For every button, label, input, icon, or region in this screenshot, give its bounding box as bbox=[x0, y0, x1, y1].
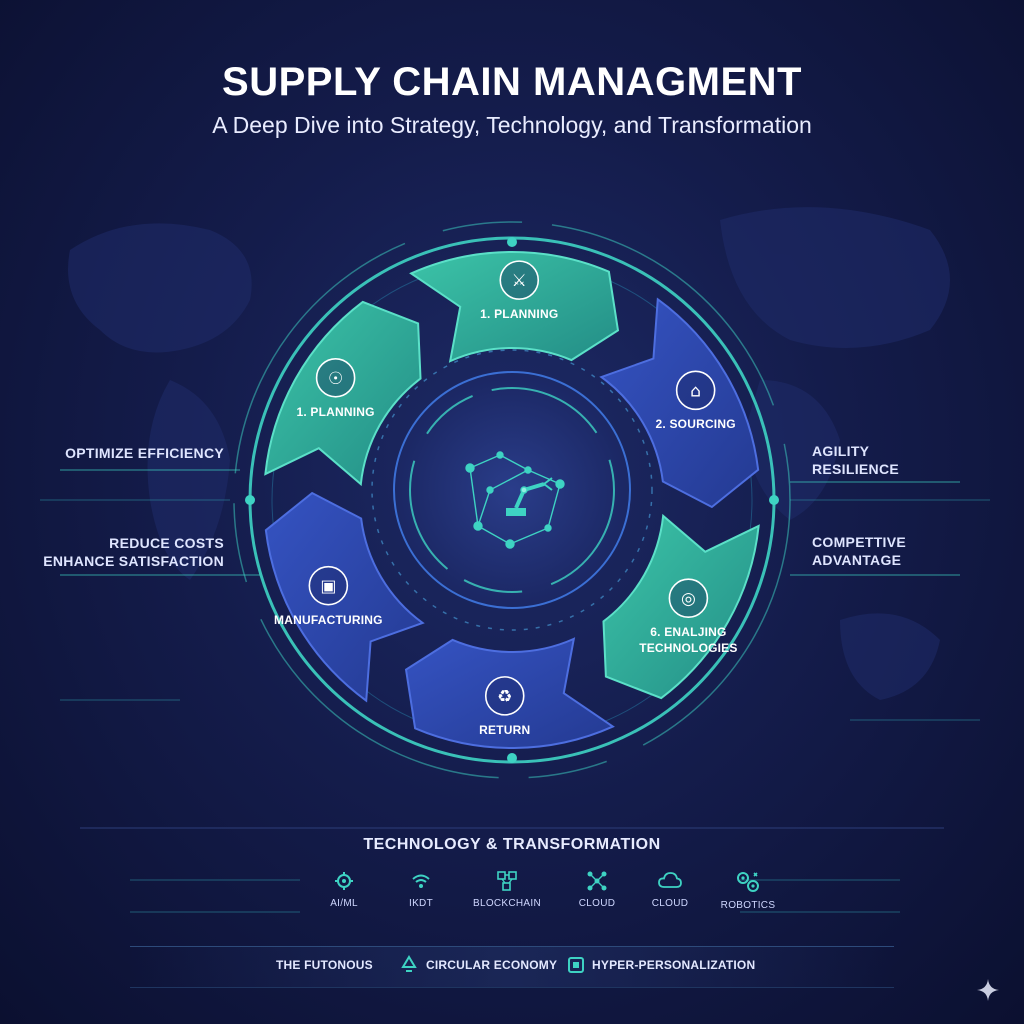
handshake-icon bbox=[499, 260, 540, 300]
handshake-icon-glyph: ⚔ bbox=[512, 271, 527, 291]
segment-label: 2. SOURCING bbox=[655, 417, 736, 432]
tech-label: CLOUD bbox=[578, 898, 616, 909]
recycle-icon-glyph: ♻ bbox=[497, 687, 512, 707]
segment-label: MANUFACTURING bbox=[274, 612, 383, 627]
tech-item-aiml: AI/ML bbox=[299, 870, 389, 909]
tech-label: BLOCKCHAIN bbox=[472, 898, 541, 909]
right-label-agility: AGILITY RESILIENCE bbox=[812, 443, 900, 477]
wifi-icon bbox=[412, 874, 430, 888]
world-map-background bbox=[68, 207, 950, 700]
left-label-costs: REDUCE COSTS ENHANCE SATISFACTION bbox=[43, 535, 224, 569]
segment-label: 1. PLANNING bbox=[480, 307, 559, 322]
segment-enabling-technologies bbox=[602, 513, 760, 700]
segment-planning-top bbox=[409, 251, 620, 363]
label-connectors bbox=[60, 469, 960, 576]
core-inner-ring bbox=[409, 387, 615, 593]
segment-label: 6. ENALJING TECHNOLOGIES bbox=[639, 625, 738, 656]
chip-icon bbox=[568, 957, 584, 973]
tech-label: ROBOTICS bbox=[720, 900, 776, 911]
factory-icon-glyph: ⌂ bbox=[690, 381, 701, 401]
segment-planning-left bbox=[264, 300, 422, 487]
robotics-gears-icon bbox=[737, 872, 759, 892]
outer-ring-thin bbox=[233, 221, 791, 779]
page-title: SUPPLY CHAIN MANAGMENT bbox=[222, 60, 802, 104]
tech-item-iot: IKDT bbox=[376, 870, 466, 909]
footer-item-circular: CIRCULAR ECONOMY bbox=[426, 958, 558, 972]
right-label-advantage: COMPETTIVE ADVANTAGE bbox=[812, 534, 907, 568]
tech-label: AI/ML bbox=[330, 898, 358, 909]
recycle-icon bbox=[484, 676, 525, 716]
tech-label: CLOUD bbox=[651, 898, 689, 909]
search-dollar-icon bbox=[315, 357, 356, 398]
segment-return bbox=[404, 637, 615, 749]
cloud-icon bbox=[658, 872, 682, 888]
segment-label: 1. PLANNING bbox=[296, 404, 375, 419]
network-nodes-icon bbox=[587, 871, 607, 891]
tech-item-blockchain: BLOCKCHAIN bbox=[462, 870, 552, 909]
tech-item-robotics: ROBOTICS bbox=[703, 870, 793, 911]
segment-label: RETURN bbox=[479, 722, 531, 737]
core-dashed-ring bbox=[371, 349, 653, 631]
tech-item-cloud-network: CLOUD bbox=[552, 870, 642, 909]
globe-icon-glyph: ◎ bbox=[681, 589, 696, 609]
gear-chip-icon bbox=[335, 872, 353, 890]
blockchain-icon bbox=[497, 871, 517, 891]
footer-item-hyper: HYPER-PERSONALIZATION bbox=[592, 958, 756, 972]
technology-heading: TECHNOLOGY & TRANSFORMATION bbox=[363, 836, 661, 853]
footer-bar bbox=[130, 946, 894, 988]
circuit-lines bbox=[40, 499, 990, 913]
segment-sourcing bbox=[599, 297, 760, 509]
truck-icon-glyph: ▣ bbox=[320, 577, 336, 597]
ring-nodes bbox=[245, 237, 779, 763]
tech-item-cloud: CLOUD bbox=[625, 870, 715, 909]
core-circle bbox=[393, 371, 631, 609]
recycle-icon bbox=[401, 955, 417, 972]
truck-icon bbox=[308, 565, 349, 606]
factory-icon bbox=[675, 370, 716, 411]
left-label-efficiency: OPTIMIZE EFFICIENCY bbox=[65, 445, 224, 461]
search-dollar-icon-glyph: ☉ bbox=[328, 369, 343, 389]
page-subtitle: A Deep Dive into Strategy, Technology, a… bbox=[212, 112, 812, 138]
globe-icon bbox=[668, 578, 709, 619]
sparkle-icon bbox=[977, 979, 999, 1001]
robot-arm-network-icon bbox=[465, 451, 565, 549]
tech-label: IKDT bbox=[409, 898, 433, 909]
footer-item-futonous: THE FUTONOUS bbox=[276, 958, 373, 972]
